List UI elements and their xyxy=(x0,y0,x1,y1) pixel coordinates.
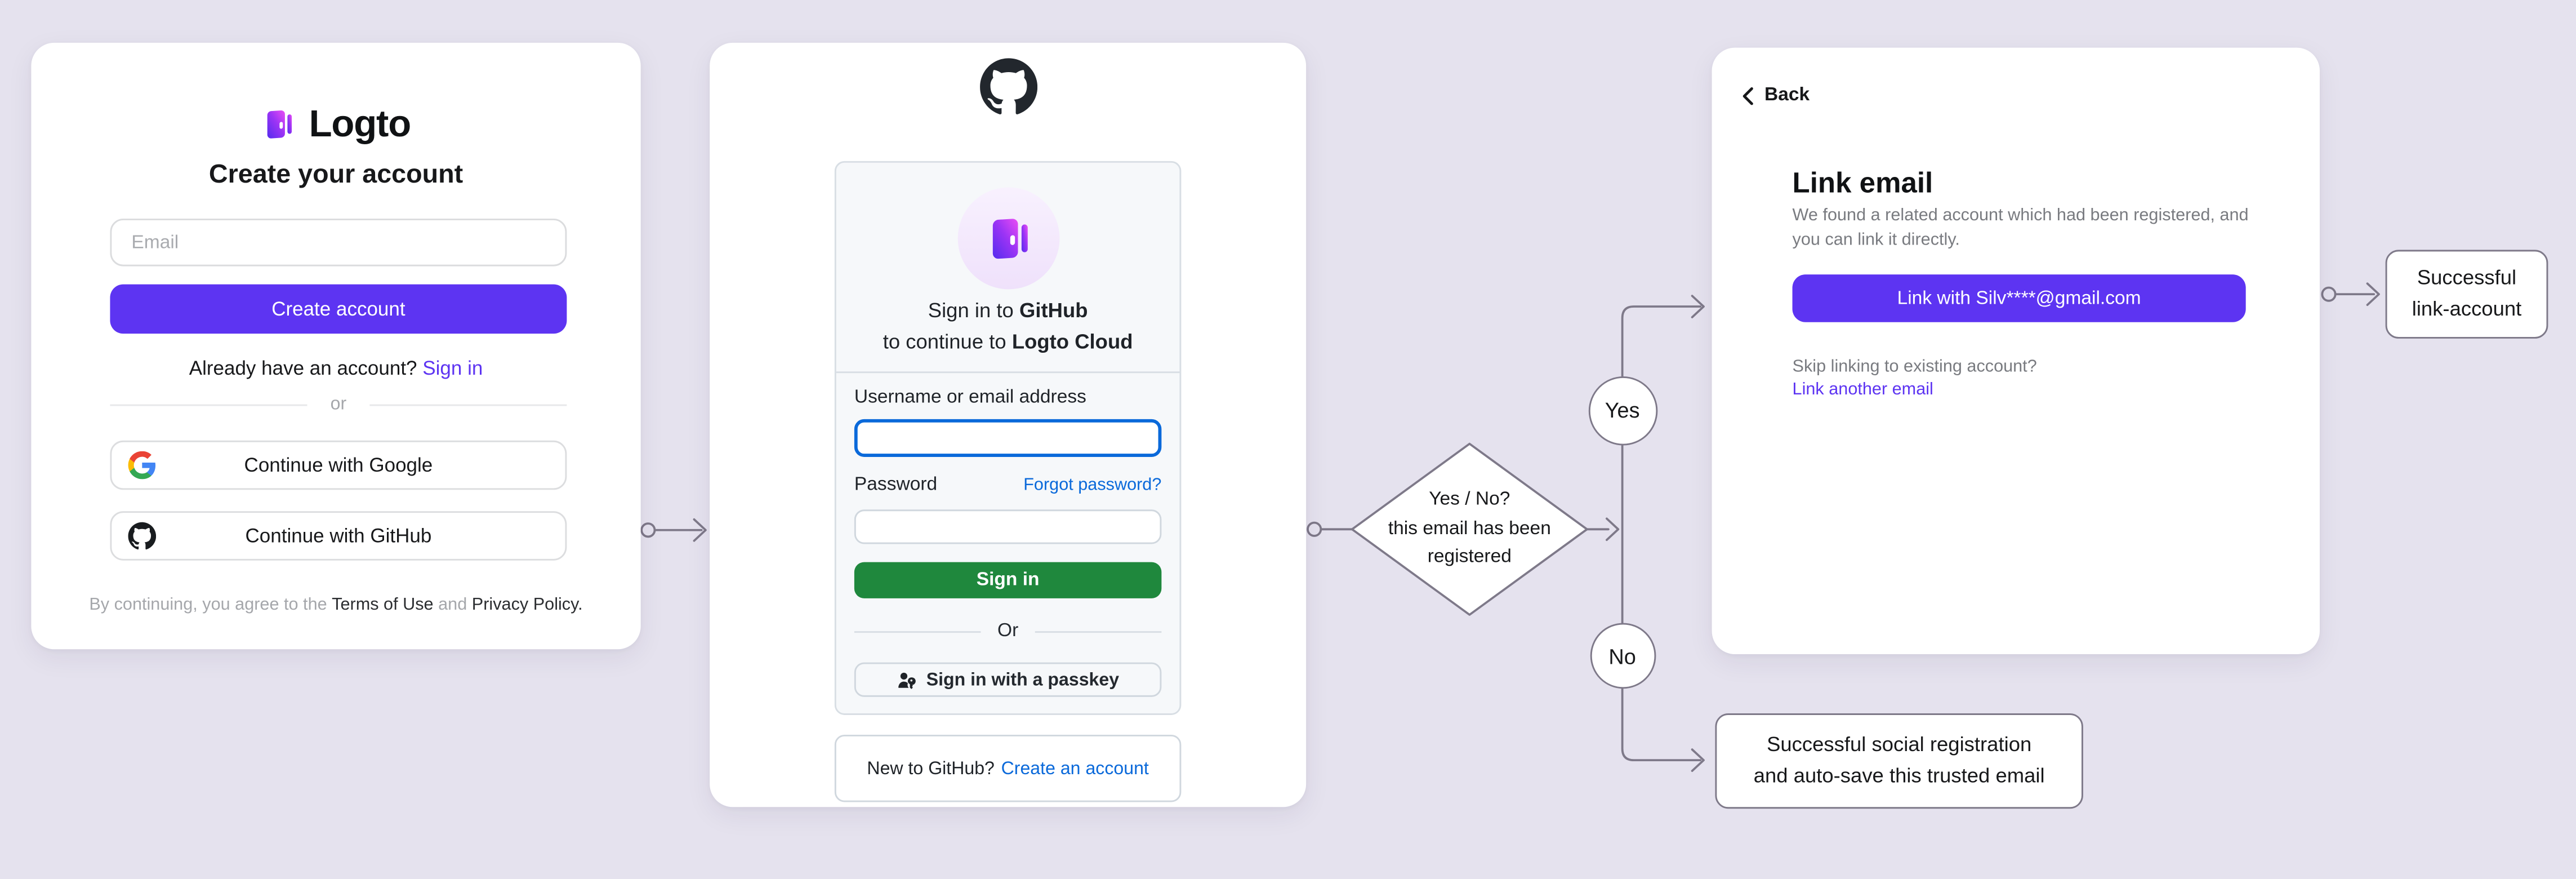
password-row: Password Forgot password? xyxy=(854,475,1161,495)
panel-divider xyxy=(836,371,1180,374)
decision-diamond xyxy=(1351,442,1588,616)
github-icon xyxy=(128,522,157,550)
arrowhead xyxy=(1691,295,1705,318)
oauth-panel: Sign in to GitHub to continue to Logto C… xyxy=(834,161,1182,715)
passkey-button-label: Sign in with a passkey xyxy=(926,669,1120,690)
logto-logo: Logto xyxy=(31,102,640,146)
forgot-password-link[interactable]: Forgot password? xyxy=(1023,475,1162,495)
github-or-divider: Or xyxy=(854,620,1161,643)
github-button-label: Continue with GitHub xyxy=(245,524,432,548)
logto-door-icon xyxy=(992,219,1027,259)
github-or-label: Or xyxy=(997,621,1019,641)
link-another-email-link[interactable]: Link another email xyxy=(1792,379,1933,399)
password-label: Password xyxy=(854,475,938,495)
arrowhead xyxy=(2366,282,2380,307)
username-input[interactable] xyxy=(854,419,1162,457)
signin-prompt-text: Already have an account? xyxy=(189,357,417,380)
connector-start-dot xyxy=(640,522,656,538)
google-button-label: Continue with Google xyxy=(244,454,433,477)
connector-start-dot xyxy=(1307,521,1322,537)
privacy-link[interactable]: Privacy Policy. xyxy=(471,594,583,615)
oauth-heading-line1-bold: GitHub xyxy=(1019,299,1088,322)
oauth-heading-line1: Sign in to xyxy=(928,299,1014,322)
link-email-description: We found a related account which had bee… xyxy=(1792,205,2249,249)
link-email-card: Back Link email We found a related accou… xyxy=(1712,47,2320,655)
decision-node-label: Yes / No? this email has been registered xyxy=(1388,490,1551,567)
chevron-left-icon xyxy=(1742,86,1753,104)
connector-start-dot xyxy=(2321,286,2337,302)
skip-linking-text: Skip linking to existing account? xyxy=(1792,357,2037,377)
logto-door-icon xyxy=(267,110,292,139)
back-button[interactable]: Back xyxy=(1741,86,1810,105)
google-icon xyxy=(128,451,156,480)
terms-and: and xyxy=(438,594,467,615)
yes-branch-node: Yes xyxy=(1588,375,1657,445)
arrowhead xyxy=(1691,748,1705,773)
create-account-button[interactable]: Create account xyxy=(110,284,567,334)
logto-brand-name: Logto xyxy=(309,101,412,145)
app-avatar xyxy=(957,187,1059,290)
email-input[interactable] xyxy=(110,218,567,267)
or-divider-label: or xyxy=(330,394,347,415)
new-to-github-text: New to GitHub? xyxy=(867,758,995,779)
github-logo-icon xyxy=(979,58,1037,114)
passkey-icon xyxy=(898,672,916,689)
back-button-label: Back xyxy=(1764,85,1810,105)
github-signin-card: Sign in to GitHub to continue to Logto C… xyxy=(710,42,1307,807)
oauth-heading: Sign in to GitHub to continue to Logto C… xyxy=(836,296,1180,358)
username-label: Username or email address xyxy=(854,388,1086,408)
terms-text: By continuing, you agree to the Terms of… xyxy=(31,595,640,615)
github-signin-submit-button[interactable]: Sign in xyxy=(854,562,1162,598)
passkey-button[interactable]: Sign in with a passkey xyxy=(854,662,1162,697)
password-input[interactable] xyxy=(854,509,1162,544)
terms-link[interactable]: Terms of Use xyxy=(332,594,434,615)
continue-with-google-button[interactable]: Continue with Google xyxy=(110,440,567,490)
page-title: Create your account xyxy=(208,161,463,189)
signin-link[interactable]: Sign in xyxy=(422,357,483,380)
github-create-account-link[interactable]: Create an account xyxy=(1001,758,1149,779)
terms-prefix: By continuing, you agree to the xyxy=(89,594,327,615)
logto-signup-card: Logto Create your account Create account… xyxy=(31,42,641,650)
link-email-title: Link email xyxy=(1792,166,1933,199)
link-with-email-button[interactable]: Link with Silv****@gmail.com xyxy=(1792,274,2246,322)
create-account-box: New to GitHub? Create an account xyxy=(834,734,1182,802)
outcome-social-registration-box: Successful social registration and auto-… xyxy=(1715,713,2083,809)
oauth-heading-line2-bold: Logto Cloud xyxy=(1011,330,1133,354)
oauth-heading-line2: to continue to xyxy=(883,330,1006,354)
continue-with-github-button[interactable]: Continue with GitHub xyxy=(110,511,567,561)
outcome-link-account-box: Successful link-account xyxy=(2385,250,2548,339)
arrowhead xyxy=(1606,517,1620,541)
no-branch-node: No xyxy=(1589,623,1655,689)
or-divider: or xyxy=(110,393,567,416)
signin-prompt: Already have an account? Sign in xyxy=(31,357,640,380)
arrowhead xyxy=(693,518,707,542)
